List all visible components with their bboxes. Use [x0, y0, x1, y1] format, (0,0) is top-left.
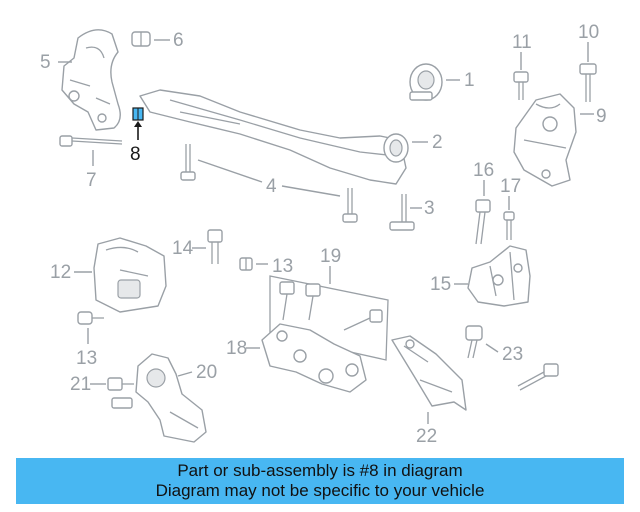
- callout-3: 3: [424, 198, 435, 219]
- exploded-parts-diagram: 5 6 7 8 2 4: [40, 22, 607, 447]
- part-1-mount[interactable]: [409, 63, 443, 101]
- callout-7: 7: [86, 170, 97, 191]
- callout-10: 10: [578, 22, 599, 43]
- callout-15: 15: [430, 274, 451, 295]
- part-9-engine-mount[interactable]: [513, 93, 577, 187]
- leader-20: [177, 371, 193, 377]
- banner-line-2: Diagram may not be specific to your vehi…: [155, 481, 485, 500]
- part-23-bolts[interactable]: [465, 325, 559, 391]
- part-15-bracket[interactable]: [467, 245, 531, 307]
- callout-6: 6: [173, 30, 184, 51]
- part-7-bolt[interactable]: [59, 135, 123, 147]
- callout-22: 22: [416, 426, 437, 447]
- part-17-bolt[interactable]: [503, 211, 515, 240]
- callout-12: 12: [50, 262, 71, 283]
- leader-4b: [281, 185, 341, 197]
- part-4-bolts[interactable]: [180, 144, 358, 223]
- callout-5: 5: [40, 52, 51, 73]
- leader-8-arrowhead: [134, 121, 142, 127]
- part-20-mount[interactable]: [111, 353, 207, 443]
- part-6-nut[interactable]: [131, 31, 151, 47]
- callout-23: 23: [502, 344, 523, 365]
- callout-21: 21: [70, 374, 91, 395]
- banner-line-1: Part or sub-assembly is #8 in diagram: [177, 461, 463, 480]
- info-banner: Part or sub-assembly is #8 in diagram Di…: [16, 458, 624, 504]
- callout-18: 18: [226, 338, 247, 359]
- callout-11: 11: [512, 32, 532, 53]
- part-11-bolt[interactable]: [513, 71, 529, 100]
- callout-8: 8: [130, 144, 141, 165]
- part-19-kit[interactable]: [269, 275, 389, 361]
- part-14-bolt[interactable]: [207, 229, 223, 264]
- part-8-clip[interactable]: [132, 107, 144, 121]
- callout-4: 4: [266, 176, 277, 197]
- callout-1: 1: [464, 70, 475, 91]
- part-21-bolt[interactable]: [107, 377, 134, 391]
- part-13-lower-bolt[interactable]: [77, 311, 104, 325]
- callout-2: 2: [432, 132, 443, 153]
- part-22-bracket[interactable]: [391, 335, 467, 411]
- leader-4a: [197, 159, 263, 183]
- part-5-bracket[interactable]: [61, 29, 121, 131]
- callout-14: 14: [172, 238, 194, 259]
- part-12-mount[interactable]: [93, 237, 167, 313]
- part-13-upper-nut[interactable]: [239, 257, 253, 271]
- part-18-bracket[interactable]: [261, 323, 367, 393]
- callout-17: 17: [500, 176, 521, 197]
- callout-9: 9: [596, 106, 607, 127]
- callout-20: 20: [196, 362, 217, 383]
- part-16-bolt[interactable]: [475, 199, 491, 245]
- callout-16: 16: [473, 160, 494, 181]
- part-10-bolt[interactable]: [579, 63, 597, 102]
- leader-23: [485, 343, 499, 353]
- callout-19: 19: [320, 246, 341, 267]
- callout-13-lower: 13: [76, 348, 97, 369]
- part-2-crossmember[interactable]: [139, 89, 409, 185]
- part-3-bracket[interactable]: [389, 194, 415, 231]
- callout-13-upper: 13: [272, 256, 293, 277]
